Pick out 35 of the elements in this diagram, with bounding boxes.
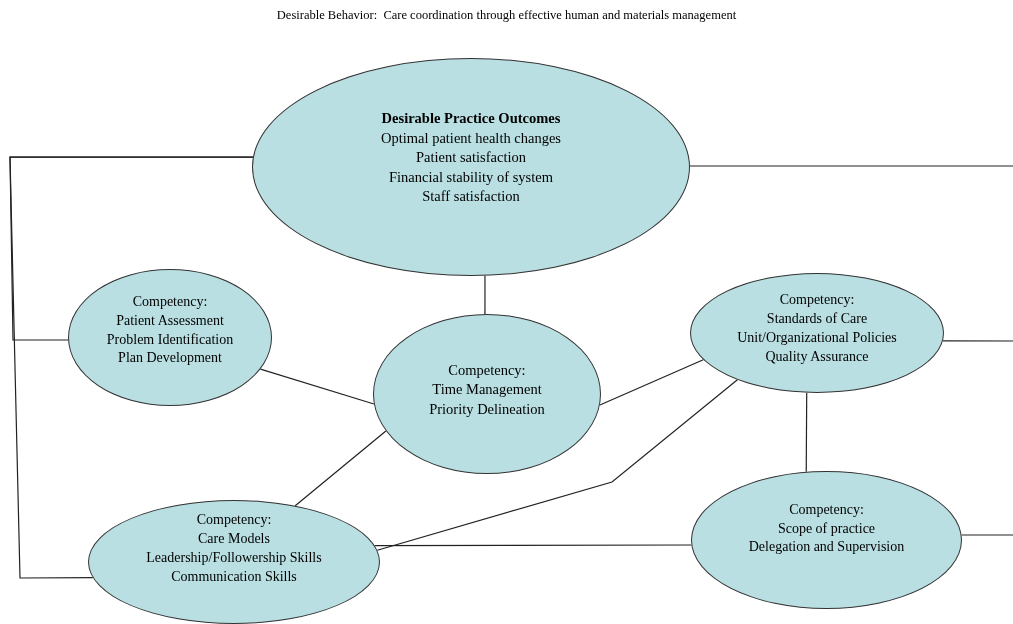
ellipse-heading: Competency: [789,500,864,519]
ellipse-heading: Competency: [779,291,855,310]
ellipse-text: Leadership/Followership Skills [146,549,322,567]
ellipse-text: Problem Identification [106,330,234,349]
connector-line [374,544,692,547]
connector-line [484,275,486,315]
ellipse-text: Time Management [432,380,542,400]
ellipse-text: Patient satisfaction [416,148,526,168]
ellipse-text: Delegation and Supervision [748,538,905,557]
ellipse-text: Scope of practice [777,519,876,538]
ellipse-text: Patient Assessment [116,311,224,330]
ellipse-text: Plan Development [118,349,222,368]
connector-line [376,379,738,551]
connector-line [294,430,387,507]
ellipse-text: Staff satisfaction [422,187,520,207]
ellipse-heading: Competency: [448,360,526,380]
connector-line [599,359,704,406]
connector-line [9,156,254,341]
ellipse-text: Care Models [198,530,270,549]
ellipse-heading: Competency: [132,292,208,311]
ellipse-text: Financial stability of system [389,167,553,187]
ellipse-text: Standards of Care [766,310,868,329]
ellipse-heading: Competency: [196,511,272,530]
ellipse-text: Communication Skills [171,567,297,586]
ellipse-text: Optimal patient health changes [381,128,561,148]
ellipse-text: Priority Delineation [429,399,545,419]
ellipse-text: Quality Assurance [765,347,869,366]
ellipse-heading: Desirable Practice Outcomes [381,109,561,129]
connector-line [689,165,1013,167]
ellipse-text: Unit/Organizational Policies [737,329,897,347]
connector-line [805,392,808,473]
diagram-title: Desirable Behavior: Care coordination through effective human and materials management [275,8,738,23]
connector-line [961,534,1013,536]
connector-line [259,368,375,405]
connector-line [942,340,1013,342]
